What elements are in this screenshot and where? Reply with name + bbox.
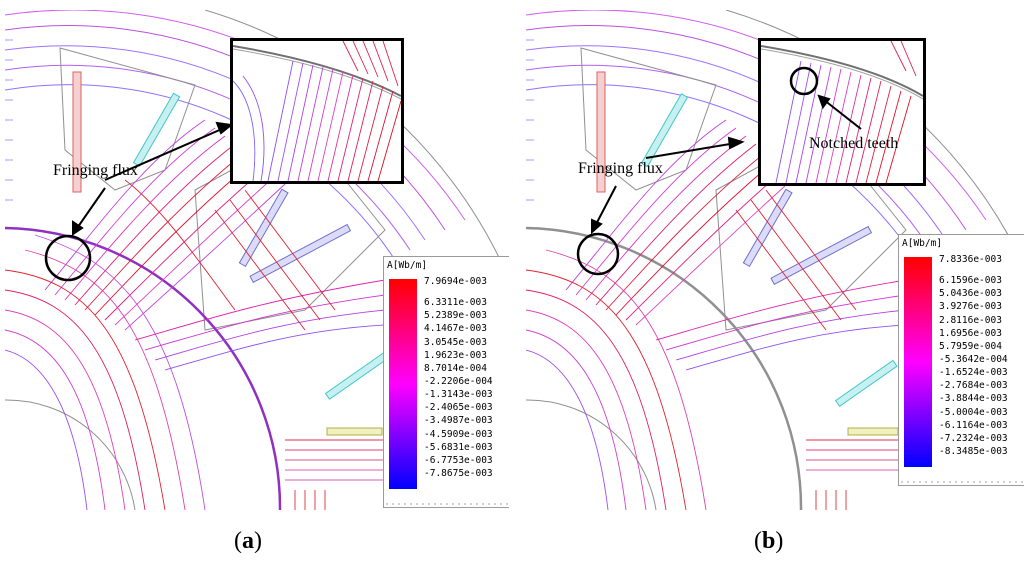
caption-a: (a) [234,528,262,554]
legend-value: -4.5909e-003 [424,428,493,440]
fringing-flux-circle-b [576,232,620,276]
color-bar-a [389,279,417,489]
flux-line-plot-a [5,10,506,510]
legend-value: -3.4987e-003 [424,415,493,427]
legend-value: 5.2389e-003 [424,310,487,322]
color-scale-legend-b: A[Wb/m] 7.8336e-003 6.1596e-003 5.0436e-… [898,234,1024,486]
legend-value: -1.6524e-003 [939,367,1008,379]
legend-value: -1.3143e-003 [424,389,493,401]
caption-b: (b) [754,528,784,554]
legend-dotted-border [384,502,509,506]
zoom-inset-b: Notched teeth [758,38,926,186]
legend-value: -2.4065e-003 [424,402,493,414]
legend-value: 7.9694e-003 [424,276,487,287]
legend-value: 8.7014e-004 [424,362,487,374]
legend-value: -5.3642e-004 [939,353,1008,365]
legend-value: -6.1164e-003 [939,419,1008,431]
field-plot-panel-b: Notched teeth Fringing flux A[Wb/m] 7.83… [526,10,1024,510]
annotation-notched-teeth: Notched teeth [809,135,899,152]
legend-value: 7.8336e-003 [939,254,1002,265]
legend-value: -3.8844e-003 [939,393,1008,405]
legend-value: -6.7753e-003 [424,454,493,466]
legend-value: 2.8116e-003 [939,314,1002,326]
legend-value: 1.6956e-003 [939,327,1002,339]
legend-value: 1.9623e-003 [424,349,487,361]
legend-value: -5.0004e-003 [939,406,1008,418]
legend-title-a: A[Wb/m] [387,260,428,271]
color-scale-legend-a: A[Wb/m] 7.9694e-003 6.3311e-003 5.2389e-… [383,256,509,508]
field-plot-panel-a: Fringing flux A[Wb/m] 7.9694e-003 6.3311… [5,10,509,510]
legend-title-b: A[Wb/m] [902,238,943,249]
legend-value: 3.9276e-003 [939,301,1002,313]
legend-value: -2.7684e-003 [939,380,1008,392]
legend-value: 4.1467e-003 [424,323,487,335]
legend-value: -7.2324e-003 [939,432,1008,444]
legend-value: -5.6831e-003 [424,441,493,453]
color-bar-b [904,257,932,467]
legend-value: -8.3485e-003 [939,445,1008,457]
fringing-flux-circle-a [44,234,92,282]
legend-value: 5.0436e-003 [939,288,1002,300]
legend-value: 6.3311e-003 [424,297,487,309]
notched-teeth-circle [789,66,819,96]
legend-value: 5.7959e-004 [939,340,1002,352]
legend-value: 3.0545e-003 [424,336,487,348]
legend-dotted-border [899,480,1024,484]
zoom-inset-a [230,38,404,184]
legend-value: -2.2206e-004 [424,375,493,387]
legend-value: -7.8675e-003 [424,467,493,479]
legend-value: 6.1596e-003 [939,275,1002,287]
annotation-fringing-flux-a: Fringing flux [53,162,138,179]
annotation-fringing-flux-b: Fringing flux [578,160,663,177]
